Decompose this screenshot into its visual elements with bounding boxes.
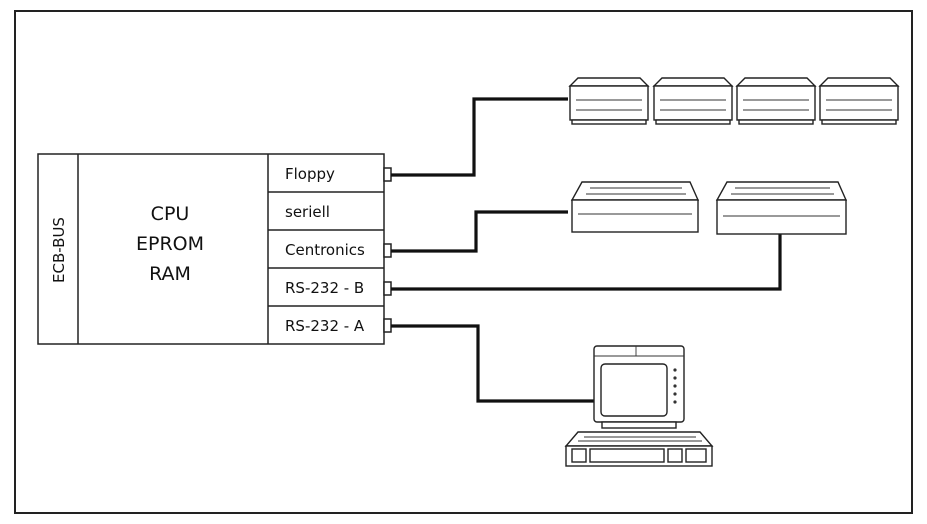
computer-unit	[37, 153, 385, 345]
printer-1	[570, 181, 700, 233]
rs232a-cable	[391, 324, 594, 403]
ecb-bus-label: ECB-BUS	[50, 217, 68, 283]
floppy-cable	[391, 97, 568, 177]
floppy-drive-4	[818, 77, 900, 125]
port-seriell-label: seriell	[285, 203, 330, 221]
terminal-keyboard	[564, 431, 714, 467]
floppy-drive-1	[568, 77, 650, 125]
printer-2	[715, 181, 848, 235]
centronics-connector	[383, 243, 392, 258]
centronics-cable	[391, 210, 568, 253]
eprom-label: EPROM	[136, 233, 204, 255]
rs232b-connector	[383, 281, 392, 296]
rs232a-connector	[383, 318, 392, 333]
rs232b-cable	[391, 234, 782, 291]
floppy-connector	[383, 167, 392, 182]
terminal-monitor	[593, 345, 685, 429]
port-floppy-label: Floppy	[285, 165, 335, 183]
floppy-drive-3	[735, 77, 817, 125]
cpu-label: CPU	[151, 203, 190, 225]
port-rs232b-label: RS-232 - B	[285, 279, 364, 297]
port-centronics-label: Centronics	[285, 241, 365, 259]
ram-label: RAM	[149, 263, 191, 285]
floppy-drive-2	[652, 77, 734, 125]
port-rs232a-label: RS-232 - A	[285, 317, 365, 335]
